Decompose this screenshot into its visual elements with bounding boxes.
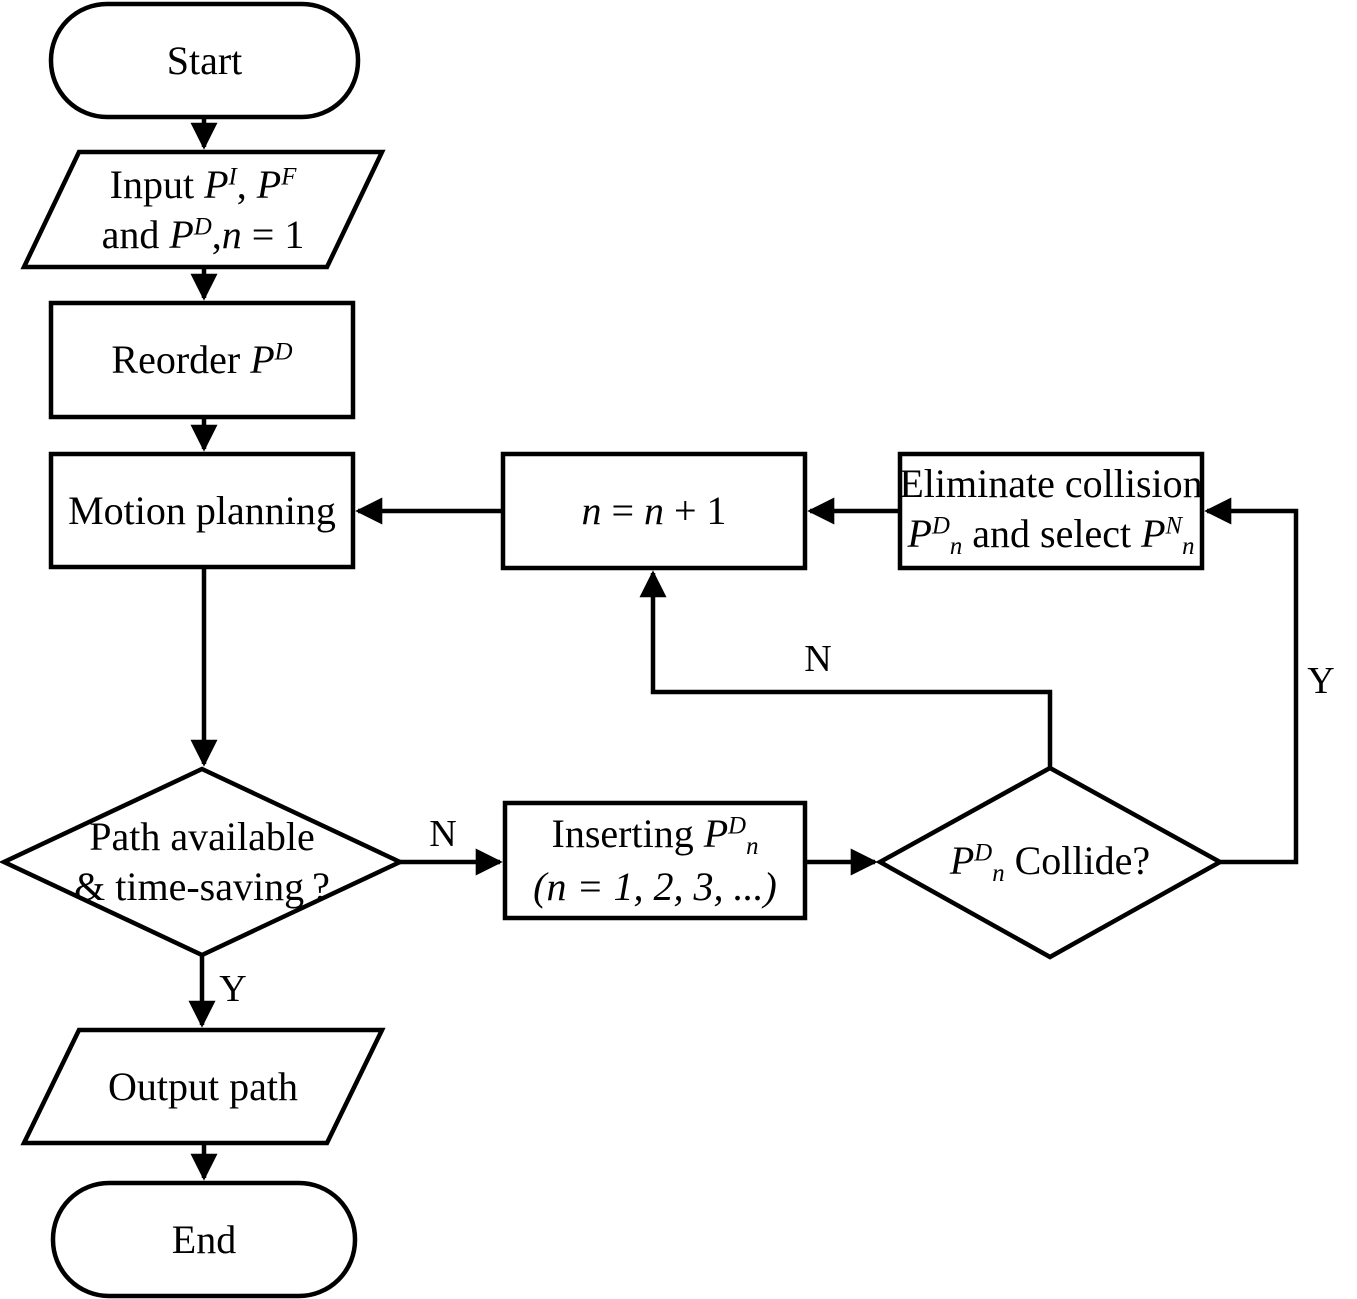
node-shapes: [0, 1, 1225, 1299]
node-end-shape: [50, 1180, 358, 1299]
connectors: [188, 117, 1299, 1181]
node-start-shape: [48, 1, 361, 120]
node-path-decision-shape: [0, 766, 406, 958]
node-collide-decision-shape: [875, 765, 1225, 960]
node-reorder-shape: [48, 300, 356, 420]
node-output-shape: [20, 1027, 386, 1146]
node-eliminate-shape: [897, 451, 1205, 571]
node-n-increment-shape: [500, 451, 808, 571]
node-input-shape: [20, 149, 386, 270]
edge-collide-eliminate-yes: [1204, 497, 1299, 865]
node-inserting-shape: [502, 800, 808, 921]
edge-collide-nincrement-no: [639, 570, 1053, 768]
node-motion-planning-shape: [48, 451, 356, 570]
